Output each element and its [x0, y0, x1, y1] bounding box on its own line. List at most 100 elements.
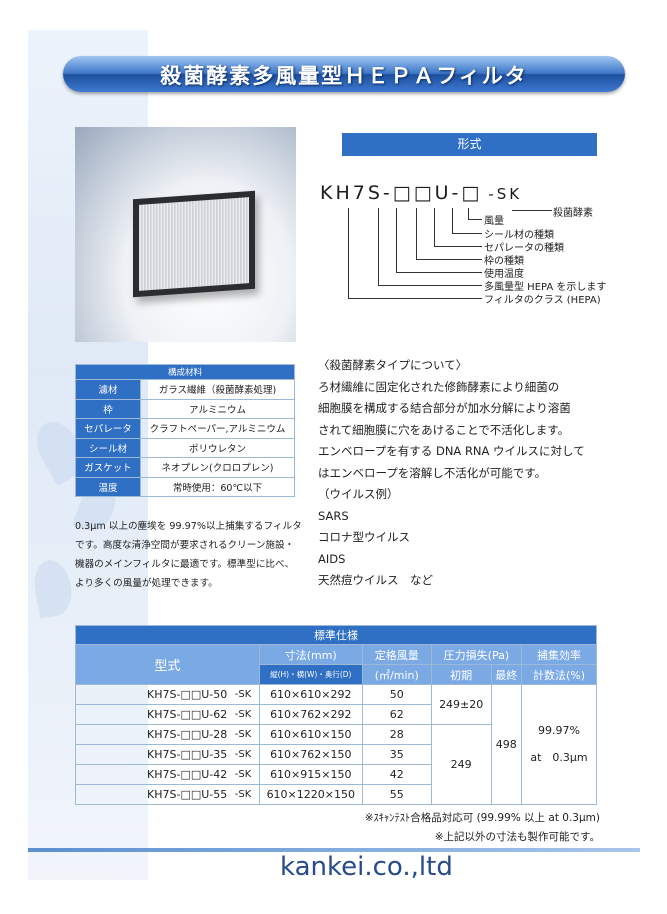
row-airflow: 50	[361, 684, 432, 705]
legend-item: シール材の種類	[484, 230, 554, 241]
header-airflow: 定格風量	[361, 644, 432, 665]
row-size: 610×762×292	[258, 704, 363, 725]
product-description: 0.3μm 以上の塵埃を 99.97%以上捕集するフィルタです。高度な清浄空間が…	[75, 521, 302, 589]
info-line: SARS	[318, 508, 349, 523]
note-custom-size: ※上記以外の寸法も製作可能です。	[434, 831, 600, 843]
header-efficiency: 捕集効率	[521, 644, 597, 665]
info-line: 細胞膜を構成する結合部分が加水分解により溶菌	[318, 401, 571, 415]
legend-line	[416, 208, 417, 259]
row-sk: -SK	[227, 784, 260, 805]
header-efficiency-sub: 計数法(%)	[521, 664, 597, 685]
form-section-header: 形式	[342, 133, 597, 156]
row-airflow: 62	[361, 704, 432, 725]
note-scan-test: ※ｽｷｬﾝﾃｽﾄ合格品対応可 (99.99% 以上 at 0.3μm)	[364, 812, 600, 824]
legend-line	[468, 208, 469, 219]
row-airflow: 28	[361, 724, 432, 745]
material-value: 常時使用：60℃以下	[140, 476, 295, 497]
footer-divider	[28, 848, 640, 852]
legend-line	[396, 272, 482, 273]
header-size: 寸法(mm)	[258, 644, 363, 665]
initial-loss-a: 249±20	[430, 684, 492, 725]
row-sk: -SK	[227, 704, 260, 725]
header-model: 型式	[75, 644, 260, 685]
legend-line	[378, 285, 482, 286]
row-sk: -SK	[227, 684, 260, 705]
row-airflow: 35	[361, 744, 432, 765]
row-airflow: 42	[361, 764, 432, 785]
material-value: クラフトペーパー,アルミニウム	[140, 418, 295, 439]
sterilizing-enzyme-info: 〈殺菌酵素タイプについて〉 ろ材繊維に固定化された修飾酵素により細菌の 細胞膜を…	[318, 355, 618, 592]
row-size: 610×1220×150	[258, 784, 363, 805]
initial-loss-b: 249	[430, 724, 492, 805]
row-model: KH7S-□□U-55	[75, 784, 228, 805]
legend-line	[434, 246, 482, 247]
row-model: KH7S-□□U-35	[75, 744, 228, 765]
company-name: kankei.co.,ltd	[280, 852, 453, 882]
header-initial: 初期	[430, 664, 492, 685]
legend-line	[468, 219, 482, 220]
material-value: アルミニウム	[140, 398, 295, 419]
row-sk: -SK	[227, 724, 260, 745]
materials-table: 構成材料 濾材ガラス繊維（殺菌酵素処理) 枠アルミニウム セパレータクラフトペー…	[75, 364, 295, 497]
row-size: 610×610×292	[258, 684, 363, 705]
row-model: KH7S-□□U-50	[75, 684, 228, 705]
efficiency-at: at 0.3μm	[530, 751, 588, 764]
legend-line	[434, 208, 435, 246]
legend-item: セパレータの種類	[484, 243, 564, 254]
legend-line	[396, 208, 397, 272]
row-model: KH7S-□□U-28	[75, 724, 228, 745]
product-photo	[75, 127, 296, 342]
legend-item: 使用温度	[484, 269, 524, 280]
row-size: 610×915×150	[258, 764, 363, 785]
legend-line	[348, 208, 349, 298]
header-final: 最終	[490, 664, 523, 685]
row-size: 610×610×150	[258, 724, 363, 745]
spec-title: 標準仕様	[75, 625, 597, 645]
row-airflow: 55	[361, 784, 432, 805]
info-line: はエンベロープを溶解し不活化が可能です。	[318, 465, 547, 480]
info-line: ろ材繊維に固定化された修飾酵素により細菌の	[318, 379, 560, 394]
material-value: ネオプレン(クロロプレン)	[140, 457, 295, 478]
legend-item: 風量	[484, 216, 504, 227]
material-label: セパレータ	[75, 418, 141, 439]
legend-line	[452, 208, 453, 233]
legend-line	[378, 208, 379, 285]
legend-line	[452, 233, 482, 234]
header-pressure: 圧力損失(Pa)	[430, 644, 523, 665]
material-label: シール材	[75, 437, 141, 458]
info-heading: 〈殺菌酵素タイプについて〉	[318, 358, 468, 372]
info-line: AIDS	[318, 551, 346, 566]
material-value: ガラス繊維（殺菌酵素処理)	[140, 379, 295, 400]
info-line: されて細胞膜に穴をあけることで不活化します。	[318, 422, 570, 437]
title-banner: 殺菌酵素多風量型ＨＥＰＡフィルタ	[63, 56, 625, 92]
row-sk: -SK	[227, 744, 260, 765]
row-model: KH7S-□□U-62	[75, 704, 228, 725]
info-line: コロナ型ウイルス	[318, 530, 410, 544]
header-size-sub: 縦(H)・横(W)・奥行(D)	[258, 664, 363, 685]
materials-title: 構成材料	[75, 364, 295, 380]
efficiency-cell: 99.97% at 0.3μm	[521, 684, 597, 805]
legend-item: フィルタのクラス (HEPA)	[484, 295, 601, 306]
material-label: 枠	[75, 398, 141, 419]
material-label: 温度	[75, 476, 141, 497]
code-suffix-label: 殺菌酵素	[553, 208, 593, 219]
hepa-filter-image	[133, 190, 255, 298]
legend-item: 多風量型 HEPA を示します	[484, 282, 607, 293]
material-value: ポリウレタン	[140, 437, 295, 458]
final-loss: 498	[490, 684, 523, 805]
row-size: 610×762×150	[258, 744, 363, 765]
efficiency-value: 99.97%	[538, 724, 580, 737]
page-title: 殺菌酵素多風量型ＨＥＰＡフィルタ	[160, 64, 528, 88]
model-code: KH7S-□□U-□-SK	[320, 182, 523, 204]
header-airflow-unit: (㎥/min)	[361, 664, 432, 685]
row-model: KH7S-□□U-42	[75, 764, 228, 785]
material-label: ガスケット	[75, 457, 141, 478]
material-label: 濾材	[75, 379, 141, 400]
spec-table: 標準仕様 型式 寸法(mm) 定格風量 圧力損失(Pa) 捕集効率 縦(H)・横…	[75, 625, 597, 805]
legend-line	[416, 259, 482, 260]
legend-item: 枠の種類	[484, 256, 524, 267]
legend-line	[348, 298, 482, 299]
legend-line	[512, 210, 552, 211]
row-sk: -SK	[227, 764, 260, 785]
info-line: 天然痘ウイルス など	[318, 573, 433, 587]
